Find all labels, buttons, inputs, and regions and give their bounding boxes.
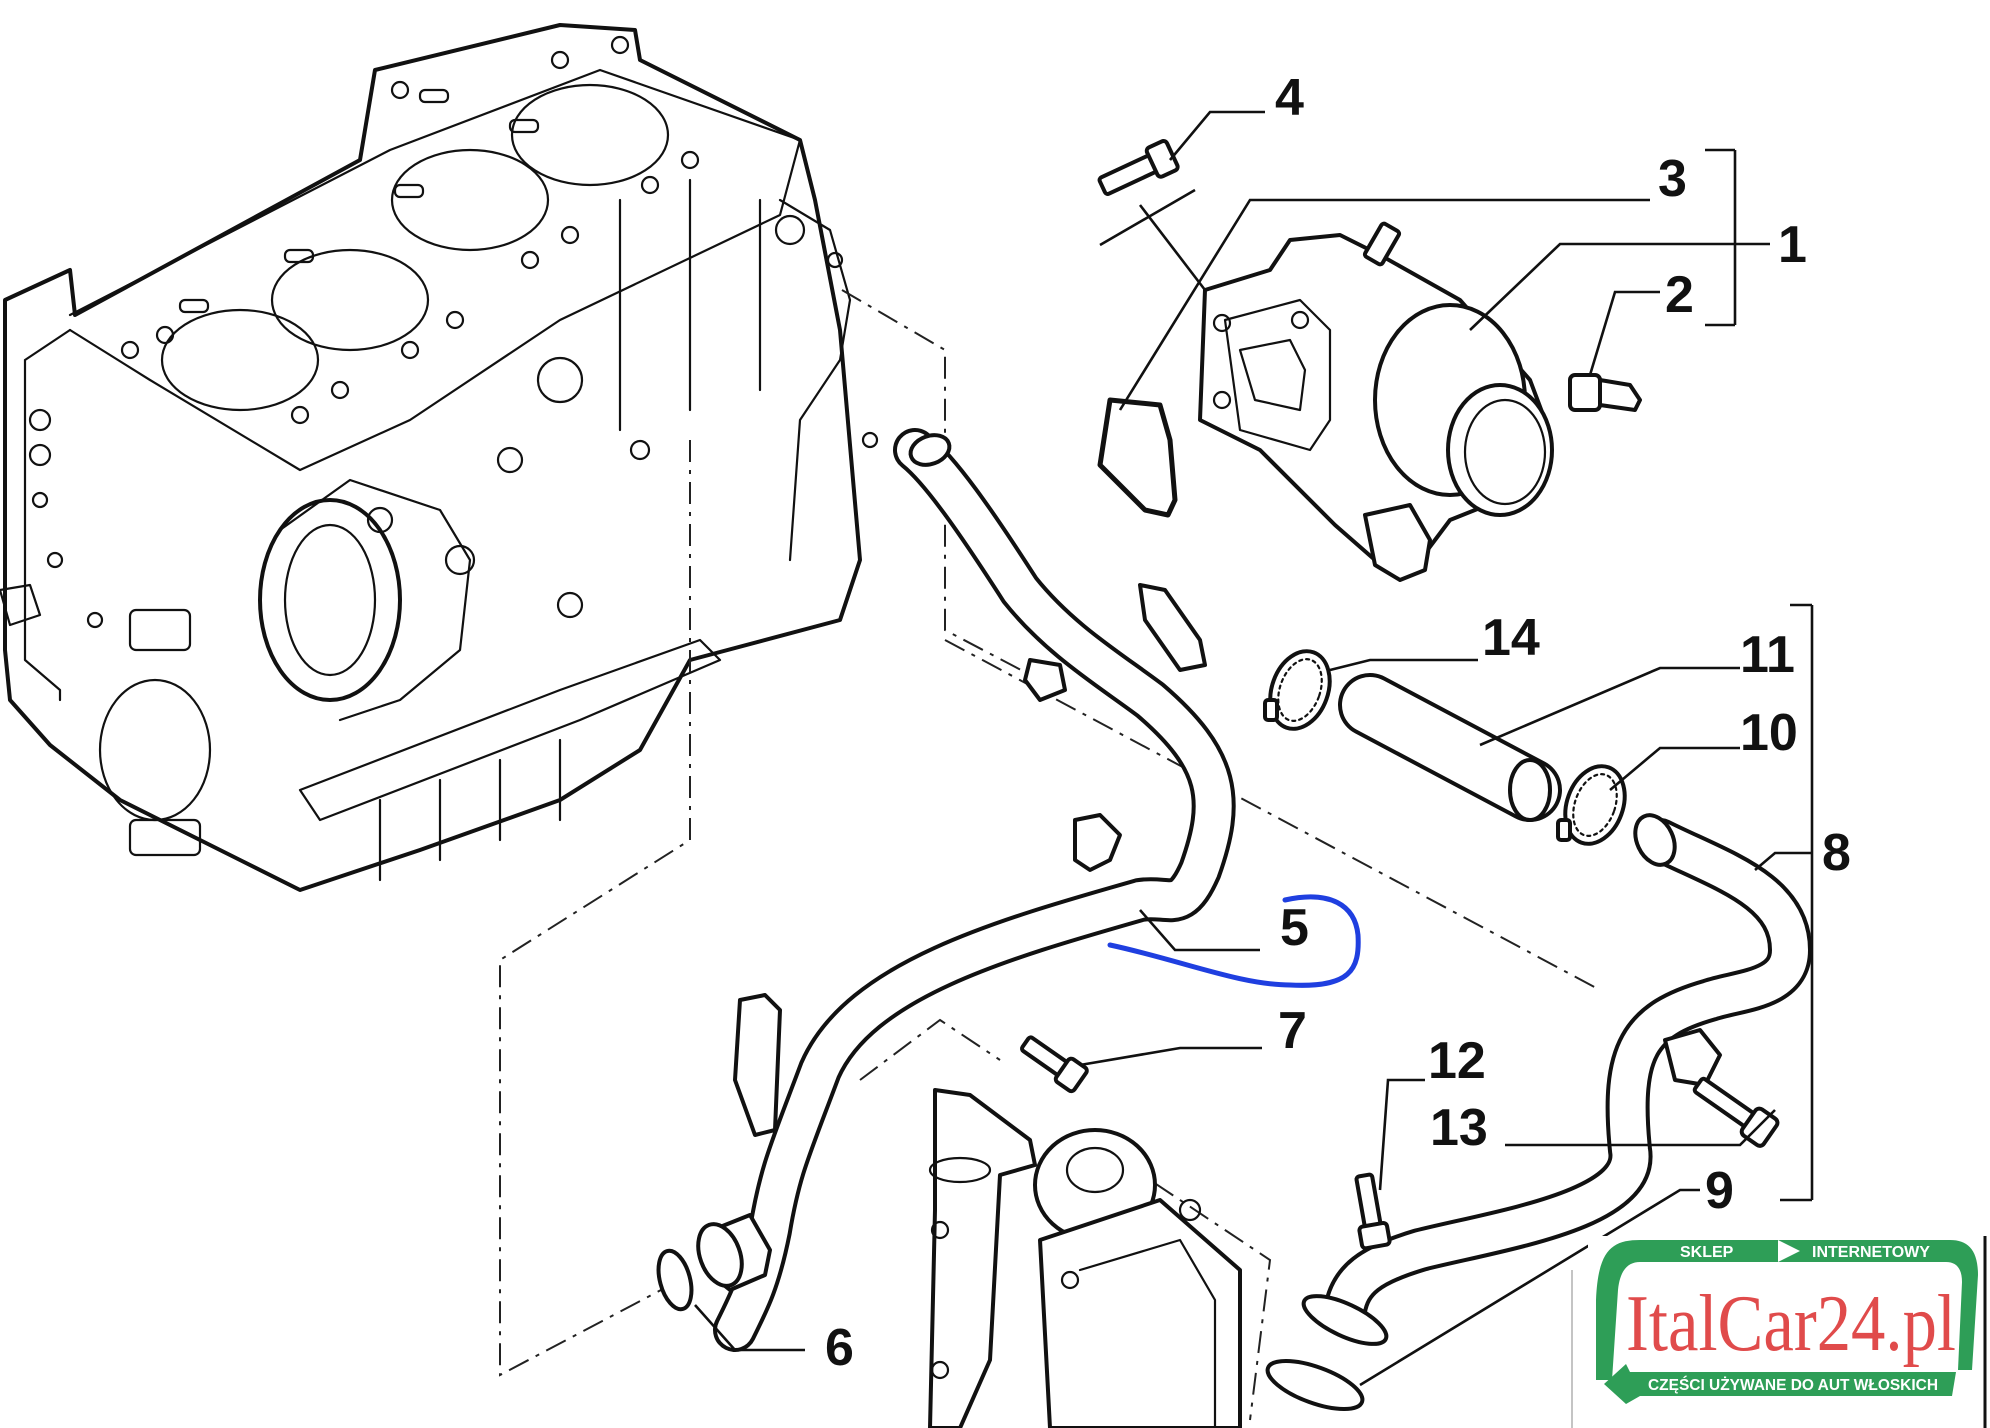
label-14: 14 xyxy=(1482,609,1540,667)
bolt-7 xyxy=(1020,1035,1089,1094)
sensor-plug xyxy=(1568,373,1642,412)
o-ring xyxy=(656,1248,694,1312)
coolant-pipe-5 xyxy=(656,428,1236,1352)
label-6: 6 xyxy=(825,1319,854,1377)
coolant-pipe-8 xyxy=(1301,813,1813,1346)
label-12: 12 xyxy=(1428,1032,1486,1090)
label-11: 11 xyxy=(1740,626,1795,684)
thermostat-housing xyxy=(1198,221,1554,582)
gasket-9 xyxy=(1265,1358,1365,1412)
italcar24-logo: SKLEP INTERNETOWY ItalCar24.pl CZĘŚCI UŻ… xyxy=(1588,1236,1984,1406)
label-4: 4 xyxy=(1275,69,1304,127)
hose-11 xyxy=(1338,673,1562,822)
label-9: 9 xyxy=(1705,1162,1734,1220)
hand-drawn-annotation xyxy=(1107,894,1361,988)
gasket xyxy=(1097,397,1178,518)
label-7: 7 xyxy=(1278,1002,1307,1060)
oil-cooler-housing xyxy=(928,1088,1242,1428)
hose-clamp-10 xyxy=(1556,764,1627,846)
label-3: 3 xyxy=(1658,150,1687,208)
part-labels: 4 3 1 2 14 11 10 8 5 7 12 13 9 6 xyxy=(825,69,1851,1377)
label-2: 2 xyxy=(1665,266,1694,324)
bolt-12 xyxy=(1354,1172,1392,1251)
logo-brand: ItalCar24.pl xyxy=(1626,1280,1956,1368)
label-8: 8 xyxy=(1822,824,1851,882)
label-1: 1 xyxy=(1778,216,1807,274)
deck-holes xyxy=(120,35,700,425)
bolt-13 xyxy=(1692,1076,1780,1148)
logo-internetowy: INTERNETOWY xyxy=(1812,1244,1930,1261)
label-13: 13 xyxy=(1430,1099,1488,1157)
label-5: 5 xyxy=(1280,899,1309,957)
leader-lines xyxy=(694,110,1814,1387)
label-10: 10 xyxy=(1740,704,1798,762)
logo-tagline: CZĘŚCI UŻYWANE DO AUT WŁOSKICH xyxy=(1648,1375,1938,1394)
logo-sklep: SKLEP xyxy=(1680,1244,1734,1261)
hose-clamp-14 xyxy=(1263,649,1332,731)
bolt-4 xyxy=(1097,139,1180,196)
engine-block xyxy=(0,23,879,892)
